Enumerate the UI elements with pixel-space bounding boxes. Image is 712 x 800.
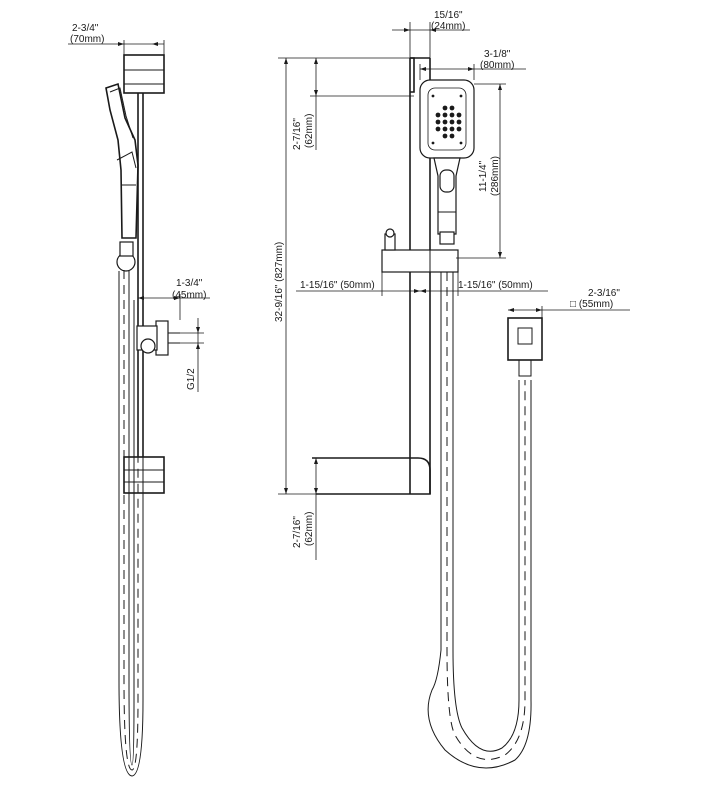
dim-elbow-metric: (45mm) [172,290,206,301]
dim-bar-depth-imperial: 2-3/4" [72,23,99,34]
dim-slider-right: 1-15/16" (50mm) [458,280,533,291]
dim-flange-metric: □ (55mm) [570,299,613,310]
dim-bottom-offset-imperial: 2-7/16" [292,516,303,548]
side-wall-elbow [155,320,169,356]
front-view: 15/16" (24mm) 3-1/8" (80mm) 11-1/4" (286… [274,10,630,769]
dim-flange-imperial: 2-3/16" [588,288,620,299]
side-hose [123,270,139,771]
dim-thread: G1/2 [186,368,197,390]
front-slider [381,249,459,273]
dim-top-offset-imperial: 2-7/16" [292,118,303,150]
front-wall-flange [507,317,543,361]
dim-bottom-offset-metric: (62mm) [304,512,315,546]
front-bottom-bracket [312,457,431,495]
side-view: 2-3/4" (70mm) 1-3/4" (45mm) G1/2 [68,23,210,777]
dim-head-width-metric: (80mm) [480,60,514,71]
dim-elbow-imperial: 1-3/4" [176,278,203,289]
dim-handset-length-imperial: 11-1/4" [478,160,489,192]
dim-rail-diameter-imperial: 15/16" [434,10,463,21]
dim-head-width-imperial: 3-1/8" [484,49,511,60]
side-top-mount [123,54,165,94]
dim-bar-depth-metric: (70mm) [70,34,104,45]
dim-top-offset-metric: (62mm) [304,114,315,148]
dim-total-height: 32-9/16" (827mm) [274,242,285,322]
front-hose [446,272,526,760]
dim-rail-diameter-metric: (24mm) [431,21,465,32]
front-top-bracket [410,57,415,93]
nozzle-grid [431,94,463,145]
side-handshower [105,82,139,239]
side-bottom-mount [123,456,165,494]
dim-handset-length-metric: (286mm) [490,156,501,196]
dim-slider-left: 1-15/16" (50mm) [300,280,375,291]
